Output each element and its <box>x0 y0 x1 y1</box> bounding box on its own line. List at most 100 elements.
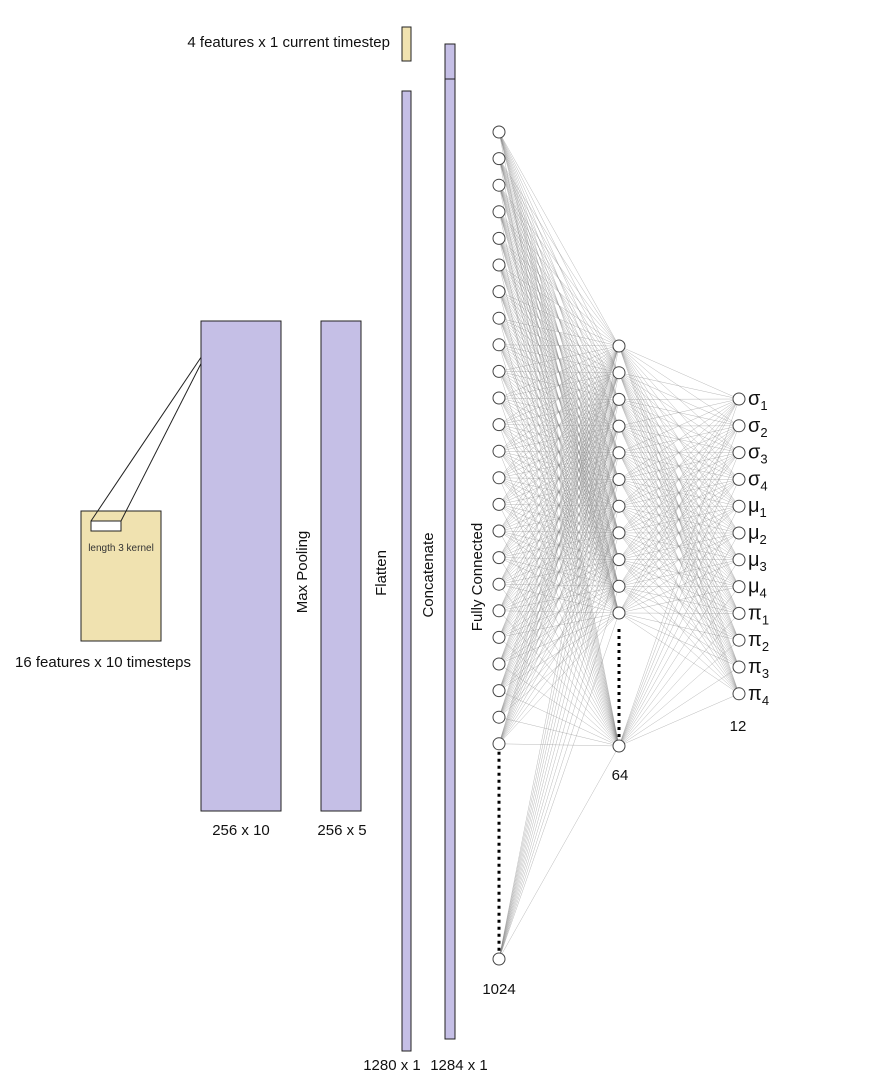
output-neuron <box>732 499 746 513</box>
edge-l1-l2 <box>498 345 620 718</box>
fc1-neuron <box>492 125 506 139</box>
fc2-neuron <box>612 739 626 753</box>
conv-layer-block <box>200 320 282 812</box>
edge-l2-l3 <box>618 425 740 747</box>
kernel-projection-line-1 <box>90 337 215 522</box>
output-neuron <box>732 660 746 674</box>
edge-l1-l2 <box>498 559 620 960</box>
edge-l1-l2 <box>498 345 620 611</box>
output-neuron <box>732 580 746 594</box>
concat-label: Concatenate <box>420 532 437 617</box>
edge-l2-l3 <box>618 479 740 747</box>
concat-dims-label: 1284 x 1 <box>430 1057 488 1074</box>
edge-l2-l3 <box>618 345 740 400</box>
network-edges <box>498 131 740 960</box>
output-neuron <box>732 472 746 486</box>
fc2-neuron <box>612 419 626 433</box>
edge-l2-l3 <box>618 452 740 747</box>
fc1-neuron <box>492 952 506 966</box>
edge-l1-l2 <box>498 532 620 960</box>
fc1-neuron <box>492 391 506 405</box>
edge-l2-l3 <box>618 398 740 747</box>
fc1-neuron <box>492 311 506 325</box>
edge-l1-l2 <box>498 345 620 744</box>
edge-l1-l2 <box>498 158 620 347</box>
edge-l1-l2 <box>498 372 620 744</box>
fc2-neuron <box>612 499 626 513</box>
fc2-neuron <box>612 553 626 567</box>
fc2-neuron <box>612 606 626 620</box>
output-neuron <box>732 526 746 540</box>
fc1-neuron <box>492 604 506 618</box>
edge-l1-l2 <box>498 238 620 347</box>
edge-l2-l3 <box>618 398 740 614</box>
edge-l1-l2 <box>498 452 620 960</box>
output-label: σ2 <box>748 415 768 440</box>
fc2-neuron <box>612 339 626 353</box>
fc-label: Fully Connected <box>469 523 486 631</box>
output-neuron <box>732 553 746 567</box>
fc1-neuron <box>492 205 506 219</box>
edge-l2-l3 <box>618 559 740 747</box>
edge-l1-l2 <box>498 211 620 347</box>
edge-l1-l2 <box>498 345 620 452</box>
fc2-neuron <box>612 392 626 406</box>
conv-dims-label: 256 x 10 <box>212 822 270 839</box>
edge-l1-l2 <box>498 317 620 347</box>
edge-l1-l2 <box>498 532 620 744</box>
edge-l1-l2 <box>498 345 620 425</box>
flatten-dims-label: 1280 x 1 <box>363 1057 421 1074</box>
output-label: σ1 <box>748 388 768 413</box>
edge-l1-l2 <box>498 345 620 532</box>
edge-l2-l3 <box>618 398 740 587</box>
edge-l1-l2 <box>498 612 620 960</box>
edge-l1-l2 <box>498 345 620 585</box>
output-neuron <box>732 392 746 406</box>
edge-l1-l2 <box>498 345 620 372</box>
fc2-neuron <box>612 473 626 486</box>
fc1-neuron <box>492 497 506 511</box>
kernel-projection-line-2 <box>120 337 215 522</box>
edge-l1-l2 <box>498 345 620 399</box>
edge-l1-l2 <box>498 372 620 960</box>
fc1-neuron <box>492 444 506 458</box>
edge-l1-l2 <box>498 452 620 744</box>
pool-dims-label: 256 x 5 <box>317 822 366 839</box>
fc1-neuron <box>492 231 506 245</box>
edge-l1-l2 <box>498 506 620 960</box>
output-label: μ4 <box>748 576 767 601</box>
maxpool-label: Max Pooling <box>294 531 311 614</box>
fc2-neuron <box>612 366 626 380</box>
edge-l1-l2 <box>498 345 620 665</box>
flatten-layer-block <box>401 90 412 1052</box>
edge-l2-l3 <box>618 398 740 560</box>
edge-l1-l2 <box>498 345 620 638</box>
edge-l2-l3 <box>618 398 740 507</box>
edge-l1-l2 <box>498 426 620 744</box>
edge-l1-l2 <box>498 344 620 347</box>
concat-layer-block <box>444 43 456 1040</box>
edge-l2-l3 <box>618 666 740 747</box>
edge-l1-l2 <box>498 586 620 960</box>
edge-l1-l2 <box>498 345 620 960</box>
output-label: π4 <box>748 683 769 708</box>
output-label: π1 <box>748 602 769 627</box>
edge-l1-l2 <box>498 264 620 347</box>
fc1-neuron <box>492 178 506 192</box>
fc1-size-label: 1024 <box>482 981 515 998</box>
edge-l1-l2 <box>498 745 620 960</box>
edge-l2-l3 <box>618 586 740 747</box>
edge-l1-l2 <box>498 345 620 478</box>
edge-l1-l2 <box>498 399 620 960</box>
fc1-neuron <box>492 710 506 724</box>
fc1-neuron <box>492 338 506 352</box>
edge-l2-l3 <box>618 398 740 480</box>
edge-l1-l2 <box>498 185 620 347</box>
fc1-neuron <box>492 577 506 591</box>
output-label: π2 <box>748 629 769 654</box>
output-label: μ2 <box>748 522 767 547</box>
edge-l1-l2 <box>498 345 620 558</box>
fc1-neuron <box>492 471 506 485</box>
